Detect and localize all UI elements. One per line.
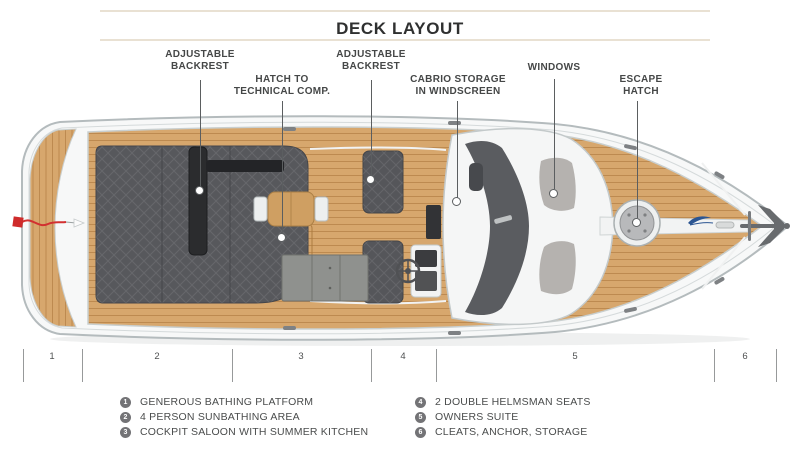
folding-chair-right xyxy=(314,196,329,222)
legend-badge-2: 2 xyxy=(120,412,131,423)
legend-badge-5: 5 xyxy=(415,412,426,423)
leader-line-windows xyxy=(554,79,555,189)
bow-hatch xyxy=(715,221,735,229)
boat-deck-diagram xyxy=(12,115,790,346)
page-title: DECK LAYOUT xyxy=(336,19,464,38)
anchor-icon xyxy=(740,205,790,247)
leader-dot-backrest-aft xyxy=(195,186,204,195)
leader-line-escape-hatch xyxy=(637,101,638,218)
callout-cabrio-storage: CABRIO STORAGE IN WINDSCREEN xyxy=(410,74,506,97)
summer-kitchen xyxy=(281,254,369,302)
cockpit-table xyxy=(267,191,315,227)
ruler-section-3: 3 xyxy=(298,351,304,362)
leader-dot-hatch-technical xyxy=(277,233,286,242)
bathing-platform xyxy=(29,128,77,328)
folding-chair-left xyxy=(253,196,268,222)
legend-item-5: 5 OWNERS SUITE xyxy=(415,412,519,423)
ruler-tick xyxy=(436,349,437,382)
callout-windows: WINDOWS xyxy=(527,62,581,73)
callout-hatch-technical-comp: HATCH TO TECHNICAL COMP. xyxy=(233,74,331,97)
ruler-tick xyxy=(23,349,24,382)
helmsman-seats xyxy=(362,150,404,304)
legend-item-4: 4 2 DOUBLE HELMSMAN SEATS xyxy=(415,397,591,408)
legend-badge-3: 3 xyxy=(120,427,131,438)
leader-dot-escape-hatch xyxy=(632,218,641,227)
ruler-section-4: 4 xyxy=(400,351,406,362)
callout-escape-hatch: ESCAPE HATCH xyxy=(619,74,663,97)
legend-item-6: 6 CLEATS, ANCHOR, STORAGE xyxy=(415,427,587,438)
ruler-tick xyxy=(232,349,233,382)
adjustable-backrest-rail xyxy=(206,160,284,172)
cleats xyxy=(283,121,725,335)
leader-line-cabrio-storage xyxy=(457,101,458,198)
ruler-tick xyxy=(776,349,777,382)
legend-badge-1: 1 xyxy=(120,397,131,408)
legend-text-1: GENEROUS BATHING PLATFORM xyxy=(140,396,314,408)
ruler-section-2: 2 xyxy=(154,351,160,362)
legend-item-3: 3 COCKPIT SALOON WITH SUMMER KITCHEN xyxy=(120,427,368,438)
legend-item-2: 2 4 PERSON SUNBATHING AREA xyxy=(120,412,300,423)
callout-adjustable-backrest-aft: ADJUSTABLE BACKREST xyxy=(165,49,235,72)
legend-text-5: OWNERS SUITE xyxy=(435,411,519,423)
callout-adjustable-backrest-fwd: ADJUSTABLE BACKREST xyxy=(336,49,406,72)
companionway-step xyxy=(426,205,441,239)
leader-dot-windows xyxy=(549,189,558,198)
legend-item-1: 1 GENEROUS BATHING PLATFORM xyxy=(120,397,313,408)
helm-console xyxy=(410,244,442,298)
header-rule-bottom xyxy=(100,39,710,41)
roof-window-top xyxy=(539,157,576,211)
leader-line-backrest-fwd xyxy=(371,80,372,176)
steering-wheel-icon xyxy=(395,258,421,284)
ruler-section-5: 5 xyxy=(572,351,578,362)
legend-text-2: 4 PERSON SUNBATHING AREA xyxy=(140,411,300,423)
legend-text-3: COCKPIT SALOON WITH SUMMER KITCHEN xyxy=(140,426,369,438)
leader-dot-backrest-fwd xyxy=(366,175,375,184)
header-rule-top xyxy=(100,10,710,12)
brand-logo xyxy=(688,216,714,226)
windscreen xyxy=(465,140,529,316)
foredeck-seams xyxy=(701,162,746,290)
adjustable-backrest-aft xyxy=(188,146,208,256)
ruler-section-6: 6 xyxy=(742,351,748,362)
legend-text-4: 2 DOUBLE HELMSMAN SEATS xyxy=(435,396,591,408)
leader-line-hatch-technical xyxy=(282,101,283,233)
ruler-tick xyxy=(82,349,83,382)
leader-dot-cabrio-storage xyxy=(452,197,461,206)
stern-flag-icon xyxy=(12,216,86,228)
legend-badge-6: 6 xyxy=(415,427,426,438)
legend-text-6: CLEATS, ANCHOR, STORAGE xyxy=(435,426,588,438)
ruler-tick xyxy=(371,349,372,382)
ruler-tick xyxy=(714,349,715,382)
roof-window-bottom xyxy=(539,241,576,295)
legend-badge-4: 4 xyxy=(415,397,426,408)
leader-line-backrest-aft xyxy=(200,80,201,187)
ruler-section-1: 1 xyxy=(49,351,55,362)
